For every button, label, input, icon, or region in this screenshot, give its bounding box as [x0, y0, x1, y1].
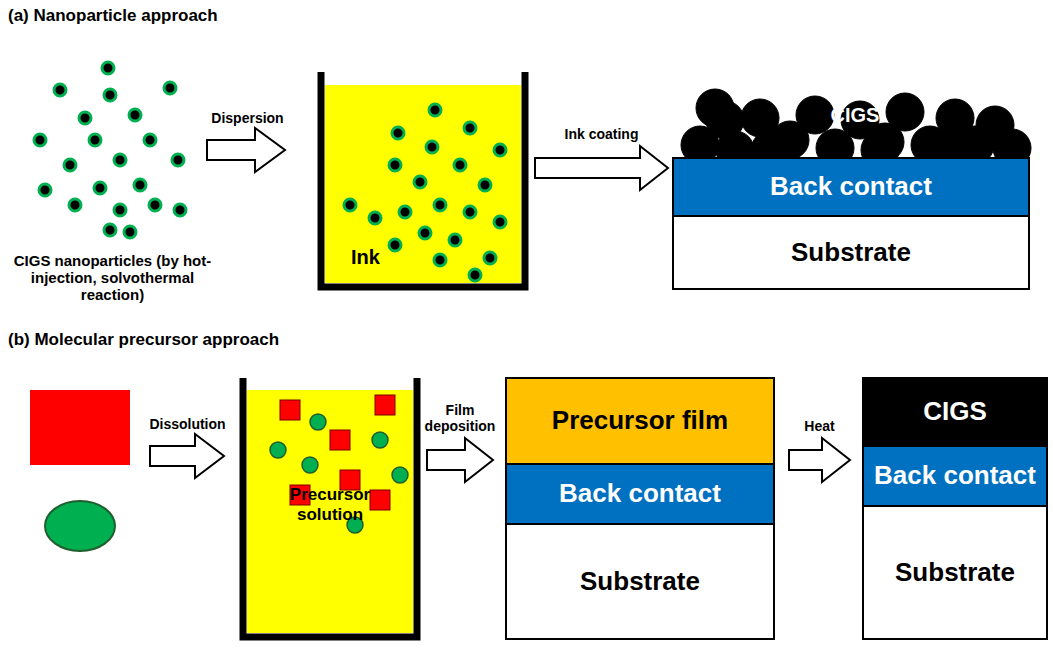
block-arrow	[150, 434, 224, 478]
nanoparticle	[102, 62, 114, 74]
node-text: Back contact	[559, 479, 721, 509]
nanoparticle	[449, 234, 461, 246]
nanoparticle	[484, 252, 496, 264]
nanoparticle	[124, 226, 136, 238]
precursor-circle	[392, 467, 408, 483]
nanoparticle	[149, 199, 161, 211]
nanoparticle	[494, 144, 506, 156]
nanoparticle	[494, 216, 506, 228]
nanoparticle	[144, 134, 156, 146]
node-text: Precursor solution	[255, 485, 405, 524]
ink-beaker: Ink	[325, 85, 521, 283]
nanoparticle	[419, 227, 431, 239]
precursor-circle	[270, 442, 286, 458]
back-contact-layer: Back contact	[672, 157, 1030, 217]
node-text: Precursor film	[552, 406, 728, 436]
panel-title: (a) Nanoparticle approach	[8, 6, 408, 26]
precursor-film-layer: Precursor film	[505, 377, 775, 465]
nanoparticle	[389, 239, 401, 251]
cigs-particle	[886, 93, 924, 131]
precursor-ellipse	[45, 501, 115, 551]
nanoparticle	[129, 109, 141, 121]
beaker	[243, 378, 417, 637]
node-text: Ink	[351, 246, 380, 269]
cigs-particle	[796, 96, 834, 134]
substrate-layer: Substrate	[862, 505, 1048, 640]
nanoparticle	[464, 206, 476, 218]
nanoparticle	[389, 159, 401, 171]
nanoparticle	[104, 224, 116, 236]
nanoparticle	[69, 199, 81, 211]
nanoparticle	[464, 122, 476, 134]
nanoparticle	[434, 199, 446, 211]
nanoparticle	[479, 179, 491, 191]
nanoparticle	[39, 184, 51, 196]
precursor-square	[375, 395, 395, 415]
ink-fill	[325, 85, 521, 283]
precursor-square	[370, 490, 390, 510]
nanoparticle	[114, 204, 126, 216]
block-arrow-connector	[427, 438, 493, 482]
solution-beaker: Precursor solution	[247, 390, 413, 633]
beaker	[321, 72, 525, 287]
node-text: CIGS	[923, 397, 987, 427]
nanoparticle	[89, 134, 101, 146]
substrate-layer: Substrate	[672, 215, 1030, 290]
nanoparticle	[469, 269, 481, 281]
nanoparticle	[454, 159, 466, 171]
nanoparticle	[104, 89, 116, 101]
back-contact-layer: Back contact	[505, 463, 775, 525]
precursor-square	[30, 390, 130, 465]
step-label: Film deposition	[417, 402, 503, 434]
solution-fill	[247, 390, 413, 633]
node-text: Substrate	[580, 567, 700, 597]
nanoparticle	[114, 154, 126, 166]
nanoparticle	[172, 154, 184, 166]
nanoparticle	[414, 176, 426, 188]
nanoparticle	[369, 212, 381, 224]
substrate-layer: Substrate	[505, 523, 775, 640]
nanoparticle	[426, 141, 438, 153]
node-text: Back contact	[770, 172, 932, 202]
precursor-circle	[302, 457, 318, 473]
nanoparticle	[94, 182, 106, 194]
panel-title: (b) Molecular precursor approach	[8, 330, 428, 350]
nanoparticle	[392, 127, 404, 139]
nanoparticle	[134, 179, 146, 191]
step-label: Dispersion	[200, 110, 295, 126]
nanoparticle	[164, 82, 176, 94]
precursor-square	[330, 430, 350, 450]
step-label: Heat	[779, 418, 860, 434]
back-contact-layer: Back contact	[862, 445, 1048, 507]
nanoparticle	[434, 254, 446, 266]
precursor-circle	[310, 414, 326, 430]
nanoparticle	[174, 204, 186, 216]
nanoparticle	[79, 112, 91, 124]
step-label: Ink coating	[525, 126, 678, 142]
nanoparticle	[344, 199, 356, 211]
nanoparticle	[54, 84, 66, 96]
nanoparticle	[429, 104, 441, 116]
precursor-square	[280, 400, 300, 420]
block-arrow	[207, 128, 285, 172]
nanoparticle	[34, 134, 46, 146]
nanoparticle	[64, 159, 76, 171]
step-label: Dissolution	[140, 416, 235, 432]
node-text: CIGS	[831, 104, 880, 127]
particle-caption: CIGS nanoparticles (by hot-injection, so…	[10, 252, 215, 303]
block-arrow-connector	[789, 438, 850, 482]
nanoparticle	[399, 206, 411, 218]
cigs-layer: CIGS	[680, 95, 1030, 157]
node-text: Substrate	[895, 558, 1015, 588]
block-arrow-connector	[535, 146, 668, 190]
cigs-layer: CIGS	[862, 377, 1048, 447]
cigs-particle	[696, 89, 734, 127]
node-text: Back contact	[874, 461, 1036, 491]
precursor-circle	[372, 432, 388, 448]
node-text: Substrate	[791, 238, 911, 268]
